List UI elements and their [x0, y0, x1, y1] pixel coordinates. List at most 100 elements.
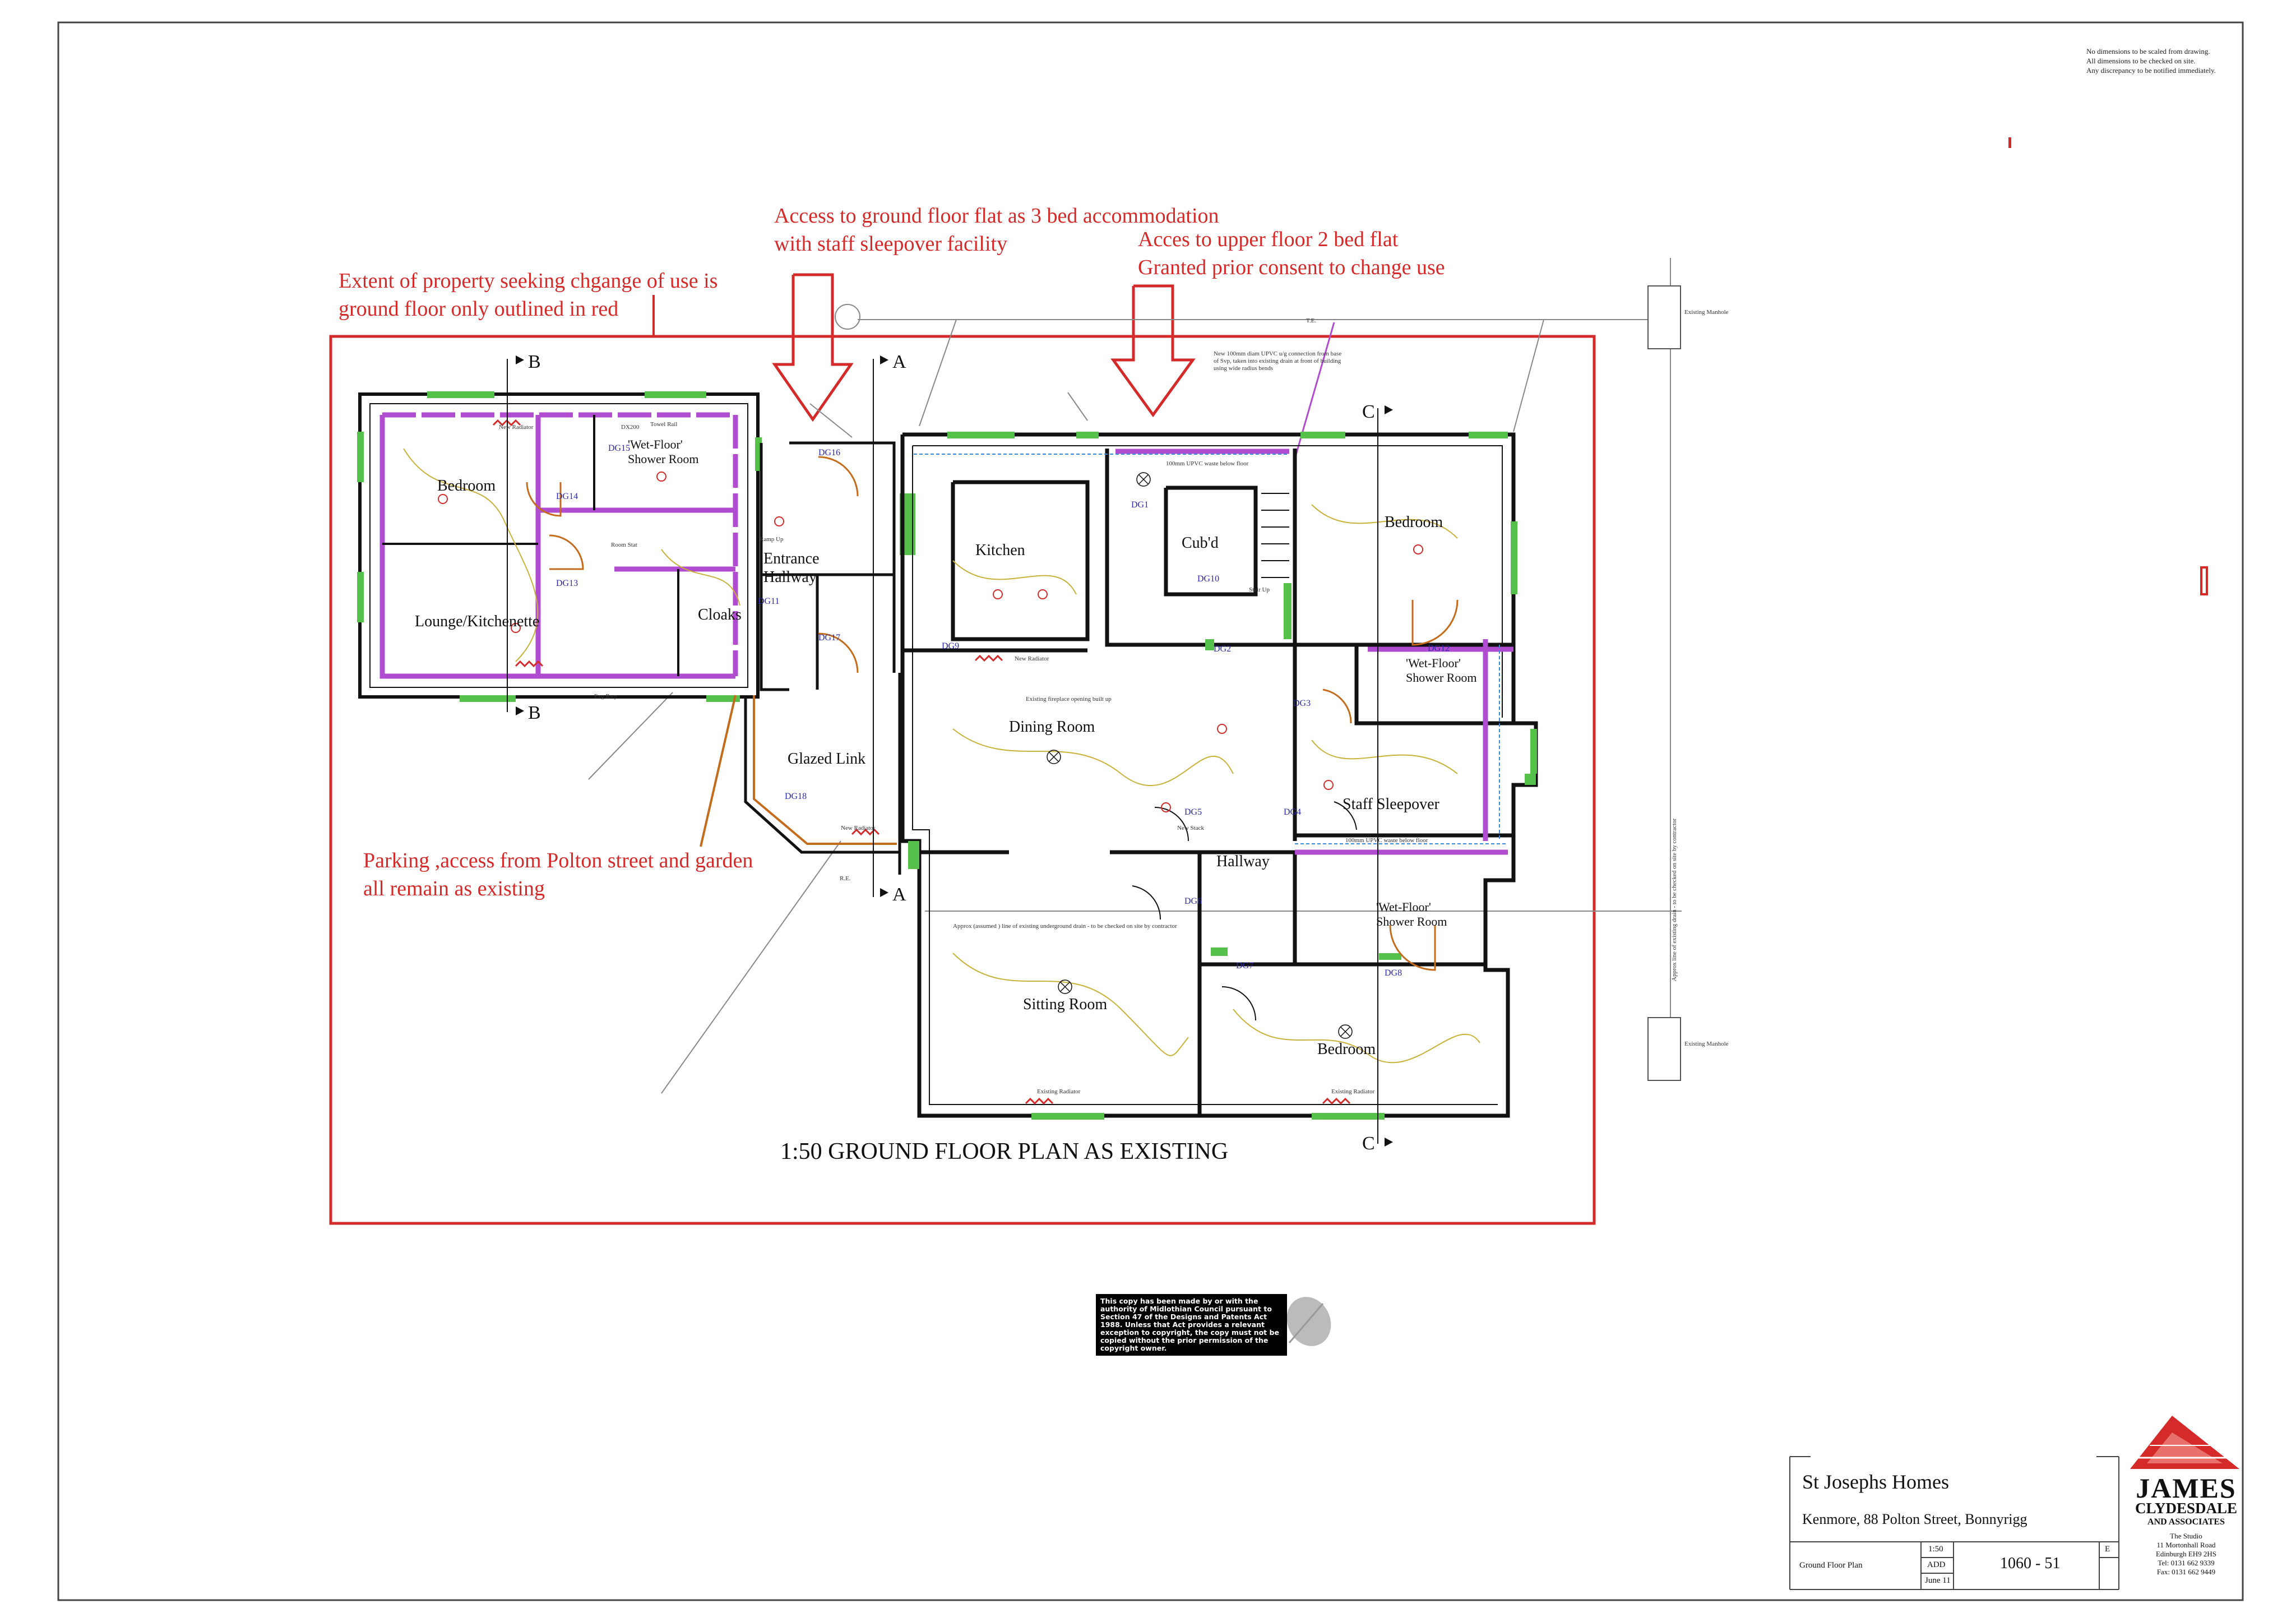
section-labels: B B A A C C — [528, 352, 1375, 1154]
brand-sub1: CLYDESDALE — [2135, 1500, 2238, 1517]
note-parking: Parking ,access from Polton street and g… — [363, 847, 753, 903]
title-author: ADD — [1927, 1560, 1946, 1569]
plan-title: 1:50 GROUND FLOOR PLAN AS EXISTING — [780, 1139, 1229, 1164]
room-labels: Bedroom 'Wet-Floor' Shower Room Lounge/K… — [415, 437, 1477, 1058]
section-c-bottom: C — [1362, 1133, 1375, 1154]
note-extent-line-1: Extent of property seeking chgange of us… — [339, 269, 718, 293]
red-rev-mark — [2200, 566, 2208, 595]
title-revision: E — [2105, 1545, 2110, 1554]
main-insulation — [1115, 449, 1513, 855]
room-cloaks: Cloaks — [698, 606, 742, 623]
arrow-upper-access — [1110, 284, 1196, 418]
door-tag-dg3: DG3 — [1293, 699, 1311, 708]
door-tag-dg9: DG9 — [942, 641, 959, 651]
door-tag-dg17: DG17 — [818, 633, 840, 643]
note-dx200: DX200 — [621, 424, 640, 431]
note-stair-up: Stair Up — [1249, 586, 1270, 593]
room-kitchen: Kitchen — [975, 542, 1025, 559]
note-towel-rail: Towel Rail — [650, 421, 677, 428]
site-lines — [588, 258, 1682, 1094]
door-tag-dg6: DG6 — [1184, 897, 1202, 906]
note-new-stack: New Stack — [1177, 825, 1204, 831]
door-tag-dg14: DG14 — [556, 492, 578, 501]
note-upvc-stack: New 100mm diam UPVC u/g connection from … — [1214, 350, 1342, 372]
door-tag-dg11: DG11 — [758, 597, 780, 606]
note-upvc-waste-2: 100mm UPVC waste below floor — [1345, 837, 1428, 844]
small-annotations: New Radiator Towel Rail DX200 Room Stat … — [499, 317, 1428, 1095]
door-tag-dg13: DG13 — [556, 579, 578, 588]
section-arrows — [516, 355, 1393, 1147]
room-glazed-link: Glazed Link — [788, 750, 865, 768]
room-sitting: Sitting Room — [1023, 996, 1107, 1013]
disclaimer-line-1: No dimensions to be scaled from drawing. — [2086, 47, 2210, 56]
brand-addr-2: 11 Mortonhall Road — [2156, 1541, 2216, 1549]
disclaimer-line-3: Any discrepancy to be notified immediate… — [2086, 66, 2216, 75]
manholes — [1647, 285, 1681, 1081]
room-shower-se-2: Shower Room — [1376, 914, 1447, 928]
room-shower-ne-1: 'Wet-Floor' — [1406, 656, 1461, 670]
room-staff-sleepover: Staff Sleepover — [1343, 796, 1440, 813]
title-scale: 1:50 — [1928, 1545, 1943, 1554]
room-cupboard: Cub'd — [1182, 534, 1219, 552]
main-block-walls — [900, 432, 1538, 1118]
manhole-label-top: Existing Manhole — [1684, 309, 1729, 316]
brand-fax: Fax: 0131 662 9449 — [2156, 1568, 2216, 1576]
cable-routes — [403, 448, 1480, 1064]
title-client: St Josephs Homes — [1802, 1471, 1950, 1493]
stair-treads — [1261, 493, 1289, 578]
brand-name: JAMES — [2136, 1472, 2237, 1504]
door-tag-dg15: DG15 — [608, 443, 630, 453]
brand-sub2: AND ASSOCIATES — [2147, 1517, 2225, 1527]
brand-logo — [2130, 1416, 2239, 1469]
main-windows — [908, 432, 1537, 1120]
section-b-bottom: B — [528, 703, 541, 723]
light-fittings — [1047, 472, 1353, 1039]
door-tag-dg8: DG8 — [1385, 968, 1402, 978]
note-upvc-stack-wrap: New 100mm diam UPVC u/g connection from … — [1214, 350, 1342, 372]
west-wing-walls — [358, 392, 760, 699]
note-upper-access: Acces to upper floor 2 bed flat Granted … — [1138, 225, 1445, 281]
note-ramp-up: Ramp Up — [760, 536, 784, 543]
room-entrance-2: Hallway — [763, 569, 817, 586]
note-te: T.E. — [1306, 317, 1316, 324]
note-upvc-waste: 100mm UPVC waste below floor — [1166, 460, 1249, 467]
disclaimer-notes: No dimensions to be scaled from drawing.… — [2086, 47, 2216, 75]
title-block-frame — [1789, 1456, 2119, 1590]
note-extent: Extent of property seeking chgange of us… — [339, 267, 718, 323]
title-date: June 11 — [1925, 1576, 1951, 1585]
room-bedroom-west: Bedroom — [437, 477, 496, 495]
door-tag-dg12: DG12 — [1428, 644, 1450, 653]
door-tag-dg7: DG7 — [1236, 961, 1253, 971]
door-swings — [526, 456, 1459, 971]
room-entrance-1: Entrance — [763, 550, 820, 567]
section-c-top: C — [1362, 401, 1375, 422]
brand-block: JAMES CLYDESDALE AND ASSOCIATES The Stud… — [2130, 1472, 2242, 1577]
drain-note-vertical: Approx line of existing drain - to be ch… — [1671, 818, 1678, 981]
door-tag-dg2: DG2 — [1214, 644, 1231, 654]
room-dining: Dining Room — [1009, 718, 1095, 736]
door-tag-dg18: DG18 — [785, 792, 807, 801]
entrance-orange-line — [700, 695, 897, 847]
section-lines — [507, 359, 1378, 1144]
note-drain-line: Approx (assumed ) line of existing under… — [953, 923, 1177, 930]
room-bedroom-se: Bedroom — [1317, 1041, 1376, 1058]
note-new-radiator-2: New Radiator — [1015, 655, 1049, 662]
title-address: Kenmore, 88 Polton Street, Bonnyrigg — [1802, 1511, 2027, 1527]
main-block-inner — [912, 445, 1503, 1105]
leaf-icon — [1286, 1297, 1331, 1346]
title-drawing-title: Ground Floor Plan — [1799, 1561, 1863, 1570]
manhole-label-bottom: Existing Manhole — [1684, 1041, 1729, 1047]
brand-addr-1: The Studio — [2170, 1532, 2202, 1540]
disclaimer-line-2: All dimensions to be checked on site. — [2086, 57, 2196, 65]
brand-tel: Tel: 0131 662 9339 — [2158, 1559, 2215, 1567]
entrance-walls — [744, 441, 901, 875]
note-re: R.E. — [840, 875, 851, 882]
radiators — [492, 419, 1351, 1105]
section-a-bottom: A — [892, 884, 906, 905]
title-drawing-number: 1060 - 51 — [2000, 1555, 2061, 1572]
copyright-notice: This copy has been made by or with the a… — [1096, 1294, 1287, 1356]
note-upper-access-line-1: Acces to upper floor 2 bed flat — [1138, 228, 1399, 251]
brand-address: The Studio 11 Mortonhall Road Edinburgh … — [2130, 1532, 2242, 1577]
note-fireplace: Existing fireplace opening built up — [1026, 696, 1112, 703]
